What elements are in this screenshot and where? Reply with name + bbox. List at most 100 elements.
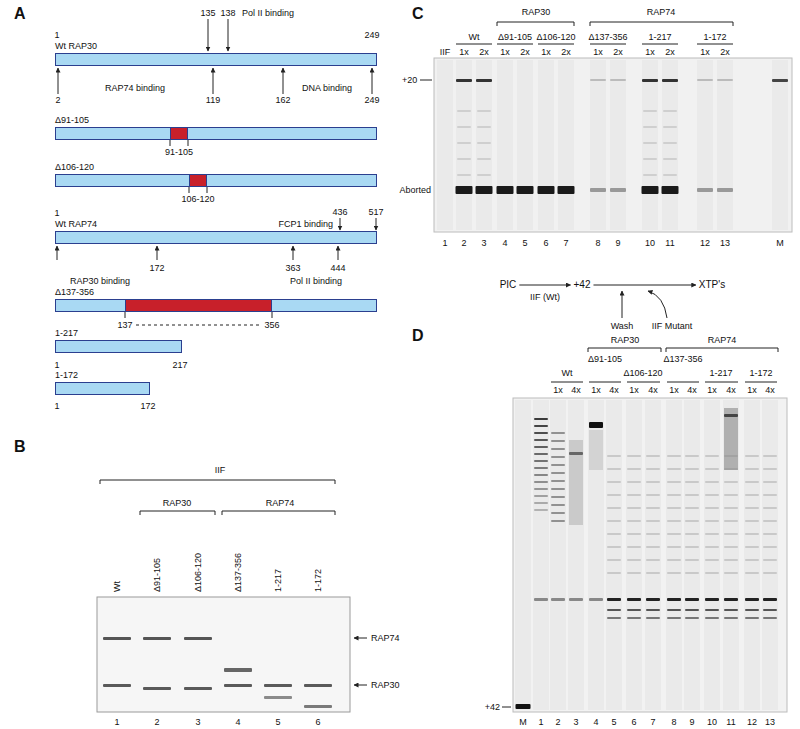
- gel-lane: [497, 60, 513, 230]
- flow-arrow: [593, 285, 695, 286]
- gel-band: [763, 598, 777, 601]
- gel-band: [667, 468, 681, 470]
- lane-number: 5: [275, 718, 280, 727]
- group-bracket: [222, 511, 335, 515]
- step-arrow: [648, 291, 667, 318]
- gel-band: [143, 687, 171, 690]
- gel-lane: [642, 60, 658, 230]
- gel-band: [705, 494, 719, 496]
- deletion-tick: [170, 140, 171, 146]
- gel-band: [663, 174, 677, 176]
- dose-label: 1x: [707, 386, 717, 395]
- pair-line: [589, 382, 621, 383]
- gel-band: [627, 481, 641, 483]
- gel-band: [642, 186, 659, 194]
- domain-bar: 1-172: [55, 370, 150, 395]
- gel-band: [627, 520, 641, 522]
- gel-band: [534, 488, 548, 490]
- lane-label: Wt: [113, 581, 122, 592]
- number-label: 138: [220, 9, 235, 18]
- lane-number: 4: [593, 718, 598, 727]
- gel-band: [627, 572, 641, 574]
- gel-band: [589, 422, 603, 428]
- band-pointer: [354, 638, 367, 639]
- gel-band: [745, 520, 759, 522]
- gel-band: [724, 609, 738, 611]
- gel-band: [551, 496, 565, 498]
- dose-label: 2x: [665, 48, 675, 57]
- gel-band: [705, 559, 719, 561]
- gel-band: [667, 609, 681, 611]
- step-text: PIC: [500, 279, 517, 291]
- site-arrow: [208, 19, 209, 51]
- group-label: RAP30: [522, 8, 551, 17]
- gel-area: [97, 597, 350, 712]
- step-arrow: [622, 291, 623, 318]
- gel-lane: [723, 400, 739, 710]
- group-label: RAP74: [708, 336, 737, 345]
- gel-band: [607, 559, 621, 561]
- gel-band: [646, 559, 660, 561]
- domain-bar: Δ91-105: [55, 115, 377, 140]
- lane-label: Δ91-105: [588, 355, 622, 364]
- gel-band: [569, 452, 583, 455]
- gel-band: [534, 509, 548, 511]
- gel-band: [551, 480, 565, 482]
- gel-band: [724, 533, 738, 535]
- gel-band: [667, 520, 681, 522]
- gel-band: [646, 572, 660, 574]
- gel-band: [745, 455, 759, 457]
- gel-smear: [589, 430, 603, 470]
- gel-band: [646, 598, 660, 601]
- gel-lane: [717, 60, 733, 230]
- gel-band: [607, 533, 621, 535]
- gel-band: [667, 494, 681, 496]
- lane-number: 3: [573, 718, 578, 727]
- gel-band: [646, 481, 660, 483]
- gel-band: [697, 79, 713, 81]
- gel-lane: [762, 400, 778, 710]
- lane-number: 2: [154, 718, 159, 727]
- gel-lane: [588, 400, 604, 710]
- lane-number: 3: [481, 239, 486, 248]
- gel-band: [590, 79, 606, 81]
- gel-band: [663, 110, 677, 112]
- site-arrow: [228, 19, 229, 51]
- gel-band: [705, 507, 719, 509]
- gel-band: [184, 687, 212, 690]
- gel-lane: [590, 60, 606, 230]
- deletion-tick: [207, 187, 208, 193]
- gel-band: [457, 174, 471, 176]
- gel-band: [477, 174, 491, 176]
- gel-band: [705, 572, 719, 574]
- gel-band: [724, 617, 738, 619]
- gel-lane: [606, 400, 622, 710]
- gel-band: [477, 158, 491, 160]
- dose-label: 1x: [459, 48, 469, 57]
- site-label: FCP1 binding: [278, 220, 333, 229]
- size-tick: [420, 80, 432, 81]
- dose-label: 1x: [629, 386, 639, 395]
- gel-band: [551, 464, 565, 466]
- pair-line: [627, 382, 660, 383]
- gel-band: [534, 425, 548, 427]
- gel-band: [551, 520, 565, 522]
- panel-letter: C: [412, 6, 424, 22]
- domain-bar: Wt RAP30: [55, 41, 377, 66]
- gel-band: [457, 126, 471, 128]
- gel-band: [534, 467, 548, 469]
- site-label: Pol II binding: [242, 9, 294, 18]
- edge-label: IIF (Wt): [530, 293, 560, 302]
- gel-lane: [517, 60, 533, 230]
- lane-label: Δ106-120: [623, 369, 662, 378]
- lane-number: 12: [700, 239, 710, 248]
- gel-band: [534, 502, 548, 504]
- gel-band: [745, 507, 759, 509]
- gel-band: [667, 533, 681, 535]
- gel-band: [667, 546, 681, 548]
- gel-smear: [569, 440, 583, 525]
- gel-band: [476, 79, 492, 82]
- gel-band: [763, 559, 777, 561]
- gel-band: [685, 507, 699, 509]
- gel-band: [724, 494, 738, 496]
